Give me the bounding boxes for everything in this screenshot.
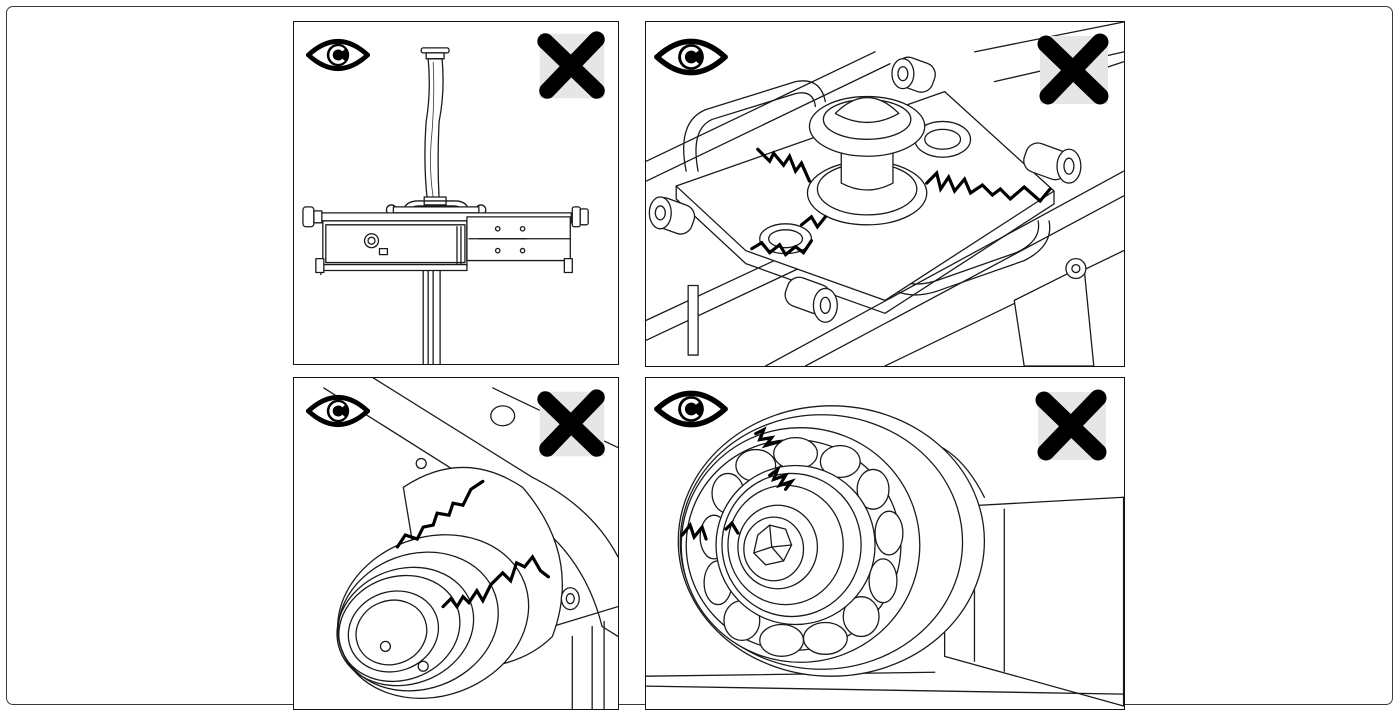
lifting-plate-drawing: [646, 22, 1124, 366]
x-mark-icon: [534, 28, 610, 104]
eye-icon: [306, 390, 370, 432]
roller-housing-drawing: [323, 378, 618, 709]
lift-assembly-drawing: [302, 47, 589, 364]
crack-marks: [395, 479, 551, 610]
roller-bearing-drawing: [646, 405, 1124, 707]
mast-column: [422, 263, 441, 364]
side-rollers: [302, 206, 589, 274]
support-post: [687, 257, 1095, 366]
x-mark-icon: [1032, 386, 1112, 466]
panel-lift-assembly: [293, 21, 619, 365]
x-mark-icon: [1034, 30, 1114, 110]
eye-icon: [306, 34, 370, 76]
panel-roller-housing: [293, 377, 619, 710]
flexible-hose: [420, 47, 450, 206]
plate-rollers: [648, 56, 1082, 323]
crack-marks: [680, 426, 796, 541]
x-mark-icon: [534, 386, 610, 462]
eye-icon: [654, 386, 728, 432]
bearing-support-arm: [646, 436, 1124, 707]
plate-handle: [683, 80, 1051, 296]
crack-marks: [750, 147, 1052, 258]
roller-cylinder: [336, 457, 580, 699]
plate-holes: [759, 120, 972, 255]
eye-icon: [654, 34, 728, 80]
carriage-body: [320, 212, 572, 276]
bearing-assembly: [677, 405, 986, 677]
centre-spigot: [806, 95, 928, 226]
panel-lifting-plate: [645, 21, 1125, 367]
panel-roller-bearing: [645, 377, 1125, 710]
